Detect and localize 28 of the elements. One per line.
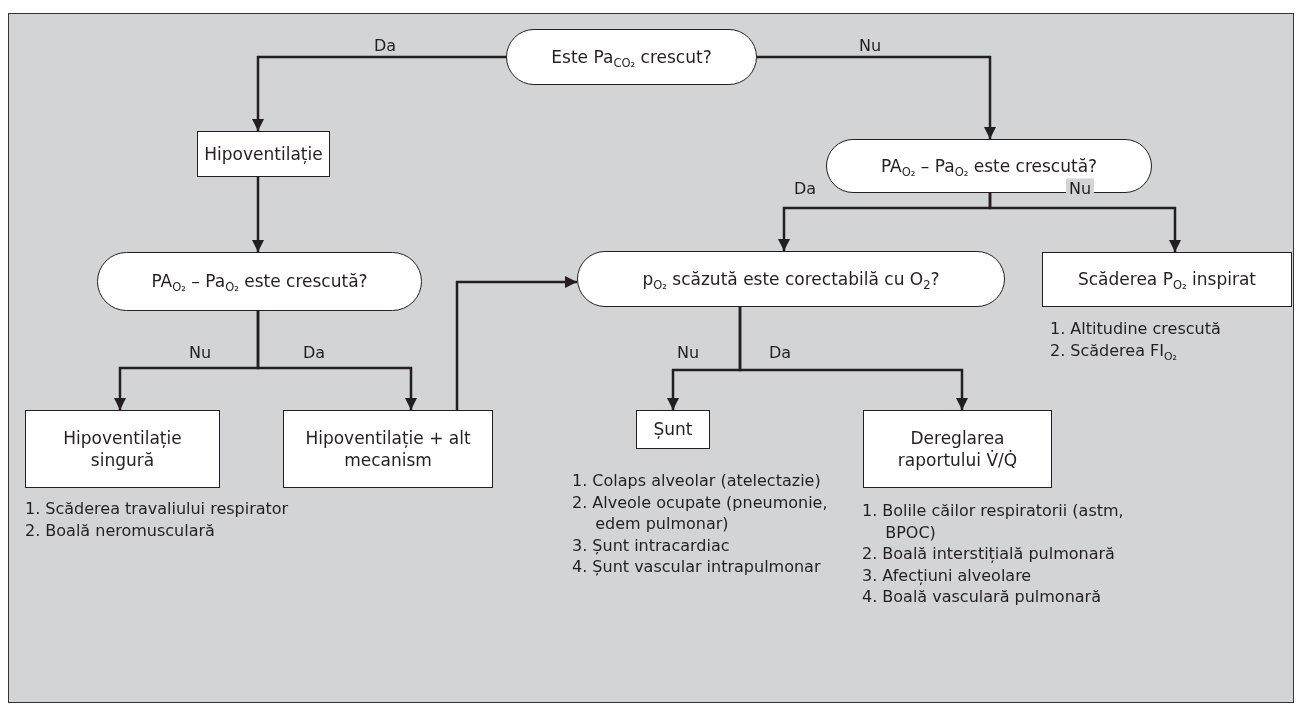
list-item: 4. Șunt vascular intrapulmonar (572, 556, 822, 578)
decision-pill: PA$_{O₂}$ – Pa$_{O₂}$ este crescută? (97, 252, 422, 311)
list-item: 2. Alveole ocupate (pneumonie, edem pulmonar) (572, 491, 829, 535)
arrow (988, 193, 1182, 252)
process-box: Hipoventilație + alt mecanism (283, 410, 493, 488)
process-box: Hipoventilație (197, 131, 330, 177)
arrow (757, 55, 997, 139)
list-item: 1. Scăderea travaliului respirator (25, 498, 290, 520)
arrow (251, 177, 265, 252)
list-item: 2. Scăderea FI$_{O₂}$ (1050, 339, 1178, 362)
decision-pill: p$_{O₂}$ scăzută este corectabilă cu O$_{2}$? (577, 251, 1005, 307)
list-item: 2. Boală neromusculară (25, 519, 216, 542)
list-item: 1. Altitudine crescută (1050, 318, 1222, 340)
arrow (251, 55, 506, 131)
list-item: 1. Bolile căilor respiratorii (astm, BPOC) (862, 500, 1125, 544)
list-item: 4. Boală vasculară pulmonară (862, 586, 1102, 608)
process-box: Hipoventilație singură (25, 410, 220, 488)
list-item: 1. Colaps alveolar (atelectazie) (572, 470, 822, 492)
decision-pill: Este Pa$_{CO₂}$ crescut? (506, 29, 757, 85)
list-item: 2. Boală interstițială pulmonară (862, 543, 1116, 565)
list-item: 3. Șunt intracardiac (572, 534, 731, 557)
process-box: Șunt (636, 410, 710, 449)
arrow (455, 275, 577, 410)
process-box: Scăderea P$_{O₂}$ inspirat (1042, 252, 1292, 307)
process-box: Dereglarea raportului V̇/Q̇ (863, 410, 1052, 488)
arrow (256, 311, 418, 410)
list-item: 3. Afecțiuni alveolare (862, 564, 1033, 587)
arrow (738, 307, 969, 410)
